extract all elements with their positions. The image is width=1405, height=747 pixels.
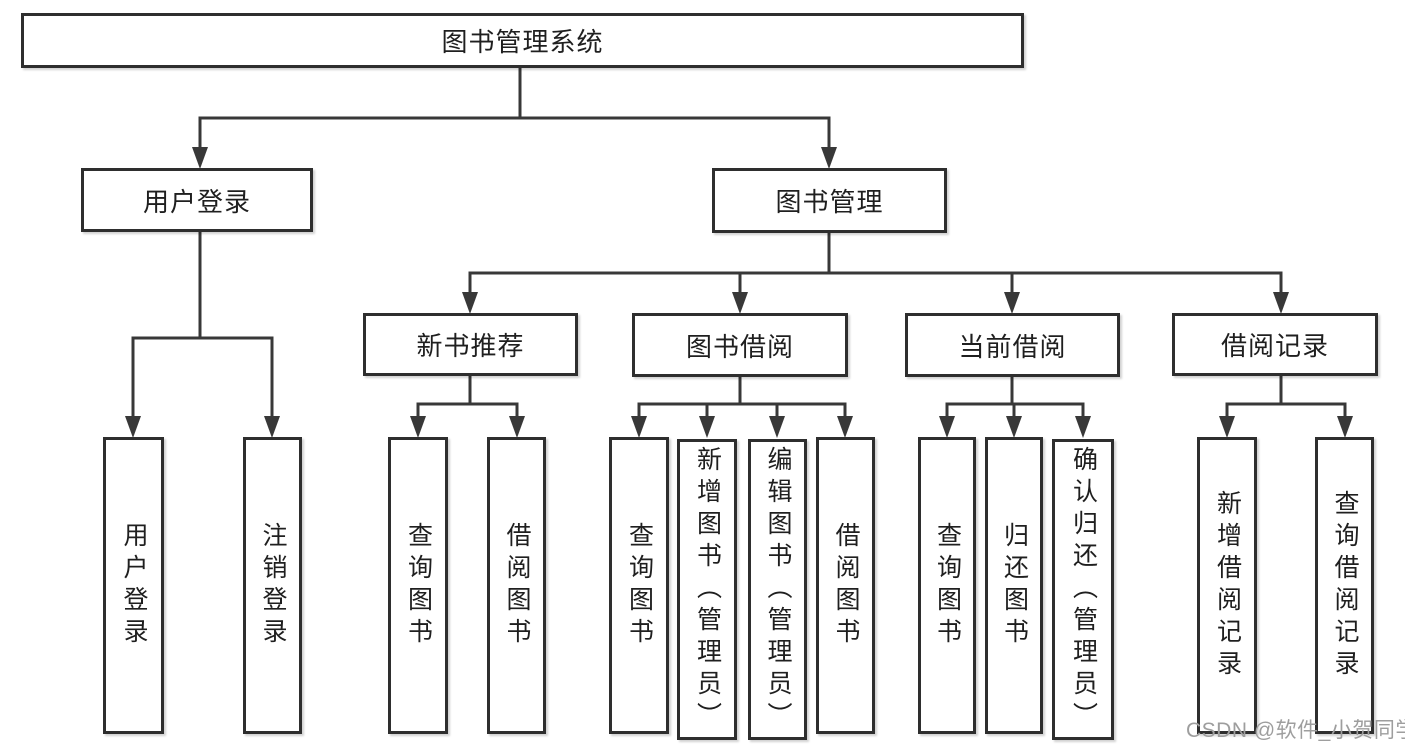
leaf-recommend-query-books: 查询图书 <box>388 437 448 734</box>
node-label: 图书管理 <box>775 187 884 217</box>
node-label: 借阅图书 <box>503 521 531 650</box>
node-label: 当前借阅 <box>958 331 1067 362</box>
leaf-logout-login: 注销登录 <box>243 437 302 734</box>
node-library-management-system: 图书管理系统 <box>21 13 1024 68</box>
leaf-current-query-books: 查询图书 <box>918 437 976 734</box>
node-label: 查询借阅记录 <box>1331 489 1359 682</box>
node-label: 新增借阅记录 <box>1213 489 1242 682</box>
node-label: 归还图书 <box>1000 521 1029 650</box>
arrowheads <box>125 147 1353 438</box>
node-book-borrowing: 图书借阅 <box>632 313 848 377</box>
node-borrowing-records: 借阅记录 <box>1172 313 1378 376</box>
node-label: 借阅图书 <box>832 521 860 650</box>
leaf-records-add-borrow-record: 新增借阅记录 <box>1197 437 1257 734</box>
node-label: 用户登录 <box>142 186 251 217</box>
node-current-borrowing: 当前借阅 <box>905 313 1120 377</box>
node-label: 查询图书 <box>933 521 962 650</box>
node-label: 图书管理系统 <box>441 27 604 57</box>
leaf-current-confirm-return-admin: 确认归还（管理员） <box>1052 439 1114 740</box>
leaf-borrowing-borrow-books: 借阅图书 <box>816 437 875 734</box>
node-label: 查询图书 <box>404 521 433 650</box>
node-label: 编辑图书（管理员） <box>764 445 792 734</box>
node-label: 新书推荐 <box>416 331 525 361</box>
node-label: 注销登录 <box>259 521 287 650</box>
leaf-records-query-borrow-record: 查询借阅记录 <box>1315 437 1374 734</box>
node-book-management: 图书管理 <box>712 168 947 233</box>
leaf-user-login: 用户登录 <box>103 437 164 734</box>
node-user-login: 用户登录 <box>81 168 313 232</box>
csdn-watermark: CSDN @软件_小贺同学 <box>1186 719 1405 742</box>
leaf-borrowing-query-books: 查询图书 <box>609 437 669 734</box>
node-label: 图书借阅 <box>685 331 794 362</box>
node-label: 用户登录 <box>120 521 148 650</box>
node-label: 新增图书（管理员） <box>693 445 722 734</box>
leaf-borrowing-edit-books-admin: 编辑图书（管理员） <box>748 439 807 740</box>
node-new-book-recommendation: 新书推荐 <box>363 313 578 376</box>
leaf-recommend-borrow-books: 借阅图书 <box>487 437 546 734</box>
node-label: 查询图书 <box>625 521 654 650</box>
node-label: 确认归还（管理员） <box>1069 445 1098 734</box>
node-label: 借阅记录 <box>1220 331 1329 361</box>
leaf-borrowing-add-books-admin: 新增图书（管理员） <box>677 439 737 740</box>
leaf-current-return-books: 归还图书 <box>985 437 1043 734</box>
